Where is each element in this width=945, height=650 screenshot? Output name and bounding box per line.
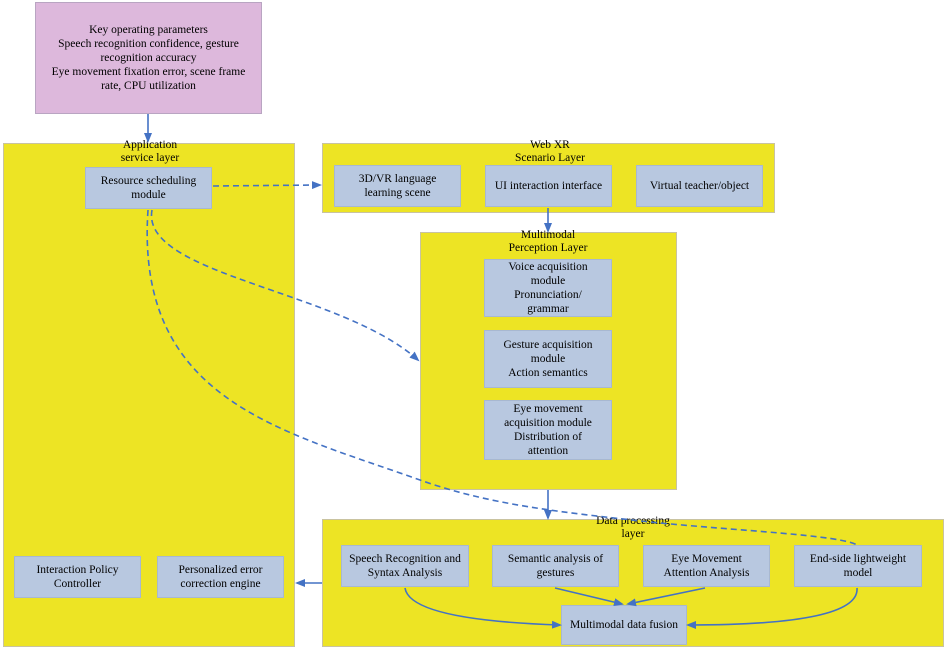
scene-line-2: learning scene	[364, 187, 431, 199]
personalized-error-correction-engine: Personalized error correction engine	[157, 556, 284, 598]
params-line-3: recognition accuracy	[100, 52, 197, 64]
eye-attention-line-2: Attention Analysis	[663, 567, 750, 579]
webxr-title-line-1: Web XR	[530, 139, 570, 151]
dashed-curve-resource-to-lightweight	[146, 209, 858, 546]
eye-movement-acquisition-module: Eye movement acquisition module Distribu…	[484, 400, 612, 460]
voice-line-3: Pronunciation/	[514, 289, 582, 301]
voice-line-1: Voice acquisition	[508, 261, 588, 273]
eye-movement-attention-module: Eye Movement Attention Analysis	[643, 545, 770, 587]
voice-line-2: module	[530, 275, 566, 287]
speech-line-2: Syntax Analysis	[367, 567, 443, 579]
params-line-1: Key operating parameters	[89, 24, 208, 36]
eye-line-2: acquisition module	[504, 417, 592, 429]
eye-attention-line-1: Eye Movement	[671, 553, 742, 565]
ui-interaction-interface-module: UI interaction interface	[485, 165, 612, 207]
virtual-teacher-object-module: Virtual teacher/object	[636, 165, 763, 207]
lightweight-line-2: model	[843, 567, 873, 579]
semantic-line-1: Semantic analysis of	[507, 553, 604, 565]
webxr-title-line-2: Scenario Layer	[515, 152, 585, 164]
ui-line-1: UI interaction interface	[494, 180, 603, 192]
multimodal-data-fusion-module: Multimodal data fusion	[561, 605, 687, 645]
end-side-lightweight-model: End-side lightweight model	[794, 545, 922, 587]
app-title-line-1: Application	[122, 139, 178, 151]
eye-line-3: Distribution of	[513, 431, 583, 443]
params-line-4: Eye movement fixation error, scene frame	[51, 66, 246, 78]
resource-scheduling-module: Resource scheduling module	[85, 167, 212, 209]
policy-line-1: Interaction Policy	[36, 564, 119, 576]
policy-line-2: Controller	[53, 578, 102, 590]
teacher-line-1: Virtual teacher/object	[649, 180, 750, 192]
fusion-line-1: Multimodal data fusion	[570, 619, 678, 631]
gesture-line-3: Action semantics	[508, 367, 588, 379]
vr-learning-scene-module: 3D/VR language learning scene	[334, 165, 461, 207]
perception-title-line-1: Multimodal	[520, 229, 576, 241]
application-service-layer-title: Application service layer	[95, 139, 205, 165]
resource-line-1: Resource scheduling	[100, 175, 197, 187]
scene-line-1: 3D/VR language	[358, 173, 437, 185]
params-line-2: Speech recognition confidence, gesture	[58, 38, 239, 50]
dashed-arrow-resource-to-perception	[150, 209, 420, 362]
semantic-line-2: gestures	[536, 567, 575, 579]
voice-line-4: grammar	[527, 303, 569, 315]
resource-line-2: module	[131, 189, 166, 201]
arrow-speech-to-fusion	[404, 587, 562, 629]
voice-acquisition-module: Voice acquisition module Pronunciation/ …	[484, 259, 612, 317]
arrow-semantic-to-fusion	[554, 587, 624, 607]
data-title-line-2: layer	[621, 528, 645, 540]
arrow-lightweight-to-fusion	[686, 587, 858, 629]
app-title-line-2: service layer	[120, 152, 180, 164]
interaction-policy-controller: Interaction Policy Controller	[14, 556, 141, 598]
webxr-scenario-layer-title: Web XR Scenario Layer	[495, 139, 605, 165]
error-line-1: Personalized error	[178, 564, 263, 576]
eye-line-1: Eye movement	[513, 403, 583, 415]
params-line-5: rate, CPU utilization	[101, 80, 196, 92]
eye-line-4: attention	[527, 445, 569, 457]
gesture-acquisition-module: Gesture acquisition module Action semant…	[484, 330, 612, 388]
arrow-eye-to-fusion	[626, 587, 706, 607]
speech-recognition-syntax-module: Speech Recognition and Syntax Analysis	[341, 545, 469, 587]
perception-title-line-2: Perception Layer	[508, 242, 588, 254]
gesture-line-1: Gesture acquisition	[503, 339, 593, 351]
dashed-arrow-resource-to-webxr	[212, 181, 322, 190]
key-operating-parameters-box: Key operating parameters Speech recognit…	[35, 2, 262, 114]
multimodal-perception-layer-title: Multimodal Perception Layer	[493, 229, 603, 255]
speech-line-1: Speech Recognition and	[349, 553, 461, 565]
semantic-analysis-gestures-module: Semantic analysis of gestures	[492, 545, 619, 587]
gesture-line-2: module	[530, 353, 566, 365]
lightweight-line-1: End-side lightweight	[809, 553, 907, 565]
error-line-2: correction engine	[180, 578, 261, 590]
